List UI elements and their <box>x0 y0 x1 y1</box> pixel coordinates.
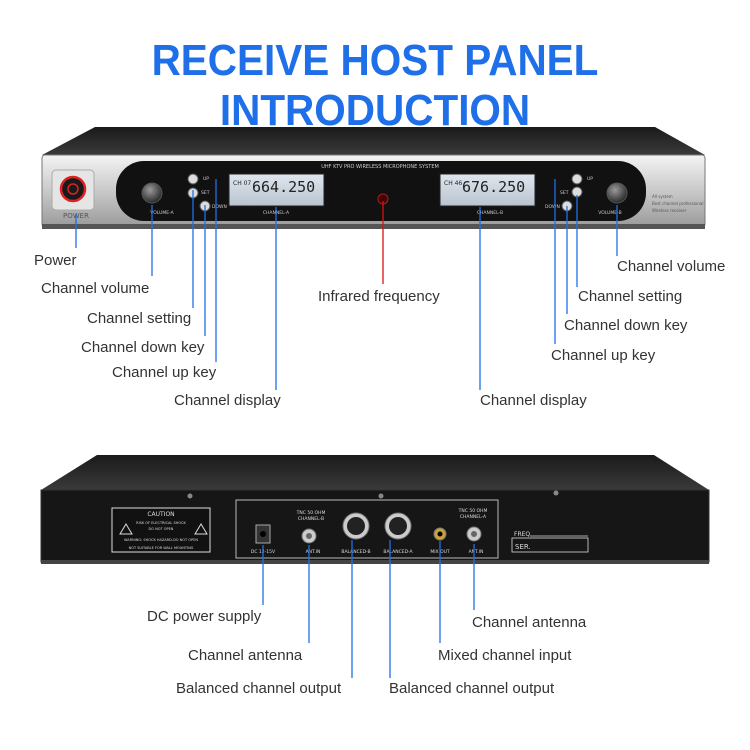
freq-text: FREQ <box>514 531 530 538</box>
set-b-text: SET <box>560 190 569 196</box>
note-line-3: Wireless receiver <box>652 208 687 213</box>
label-balanced-left: Balanced channel output <box>176 680 342 697</box>
display-a-frequency: 664.250 <box>252 178 315 196</box>
note-line-1: All system <box>652 194 673 199</box>
label-channel-setting-right: Channel setting <box>578 288 683 305</box>
caution-line-2: DO NOT OPEN <box>149 527 174 531</box>
label-channel-display-right: Channel display <box>480 392 587 409</box>
balanced-b-text: BALANCED-B <box>341 549 370 555</box>
label-channel-up-right: Channel up key <box>551 347 656 364</box>
tnc-a-line-1: TNC 50 OHM <box>458 508 488 514</box>
tnc-b-line-1: TNC 50 OHM <box>296 510 326 516</box>
label-channel-volume-left: Channel volume <box>41 280 150 297</box>
label-channel-setting-left: Channel setting <box>87 310 192 327</box>
mount-line: NOT SUITABLE FOR WALL MOUNTING <box>129 546 194 550</box>
front-leader-lines <box>75 179 618 390</box>
label-channel-up-left: Channel up key <box>112 364 217 381</box>
label-channel-antenna-right: Channel antenna <box>472 614 587 631</box>
caution-line-1: RISK OF ELECTRICAL SHOCK <box>136 521 186 525</box>
volume-a-text: VOLUME-A <box>150 210 174 216</box>
set-a-text: SET <box>201 190 210 196</box>
label-power: Power <box>34 252 77 269</box>
caution-label <box>111 507 211 553</box>
label-channel-volume-right: Channel volume <box>617 258 726 275</box>
display-a-channel: CH 07 <box>233 180 251 187</box>
label-channel-display-left: Channel display <box>174 392 281 409</box>
label-dc-power: DC power supply <box>147 608 262 625</box>
display-b-channel: CH 46 <box>444 180 462 187</box>
label-channel-antenna-left: Channel antenna <box>188 647 303 664</box>
volume-b-text: VOLUME-B <box>598 210 621 216</box>
up-b-text: UP <box>587 176 593 182</box>
up-b-button[interactable] <box>571 173 583 185</box>
caution-title: CAUTION <box>147 511 174 518</box>
display-a <box>228 173 325 207</box>
back-leader-lines <box>262 540 475 678</box>
up-a-text: UP <box>203 176 209 182</box>
down-a-text: DOWN <box>212 204 227 210</box>
balanced-a-text: BALANCED-A <box>383 549 413 555</box>
back-panel: CAUTION RISK OF ELECTRICAL SHOCK DO NOT … <box>40 455 710 564</box>
note-line-2: Best channel professional <box>652 201 703 206</box>
label-channel-down-right: Channel down key <box>564 317 688 334</box>
ant-in-b-text: ANT.IN <box>306 549 321 555</box>
system-name-text: UHF KTV PRO WIRELESS MICROPHONE SYSTEM <box>321 164 439 170</box>
tnc-b-line-2: CHANNEL-B <box>298 516 324 522</box>
power-button[interactable] <box>59 175 87 203</box>
ser-text: SER. <box>515 543 531 551</box>
serial-box <box>511 537 589 553</box>
label-channel-down-left: Channel down key <box>81 339 205 356</box>
channel-b-text: CHANNEL-B <box>477 210 503 216</box>
warning-line: WARNING: SHOCK HAZARD-DO NOT OPEN <box>124 538 198 542</box>
label-mixed-input: Mixed channel input <box>438 647 572 664</box>
down-b-text: DOWN <box>545 204 560 210</box>
display-b-frequency: 676.250 <box>462 178 525 196</box>
display-b <box>439 173 536 207</box>
label-balanced-right: Balanced channel output <box>389 680 555 697</box>
up-a-button[interactable] <box>187 173 199 185</box>
page-title: RECEIVE HOST PANEL INTRODUCTION <box>151 36 599 135</box>
label-infrared: Infrared frequency <box>318 288 440 305</box>
front-panel: POWER UHF KTV PRO WIRELESS MICROPHONE SY… <box>41 127 706 229</box>
volume-b-knob[interactable] <box>606 182 628 204</box>
tnc-a-line-2: CHANNEL-A <box>460 514 487 520</box>
volume-a-knob[interactable] <box>141 182 163 204</box>
ant-in-a-text: ANT.IN <box>469 549 484 555</box>
